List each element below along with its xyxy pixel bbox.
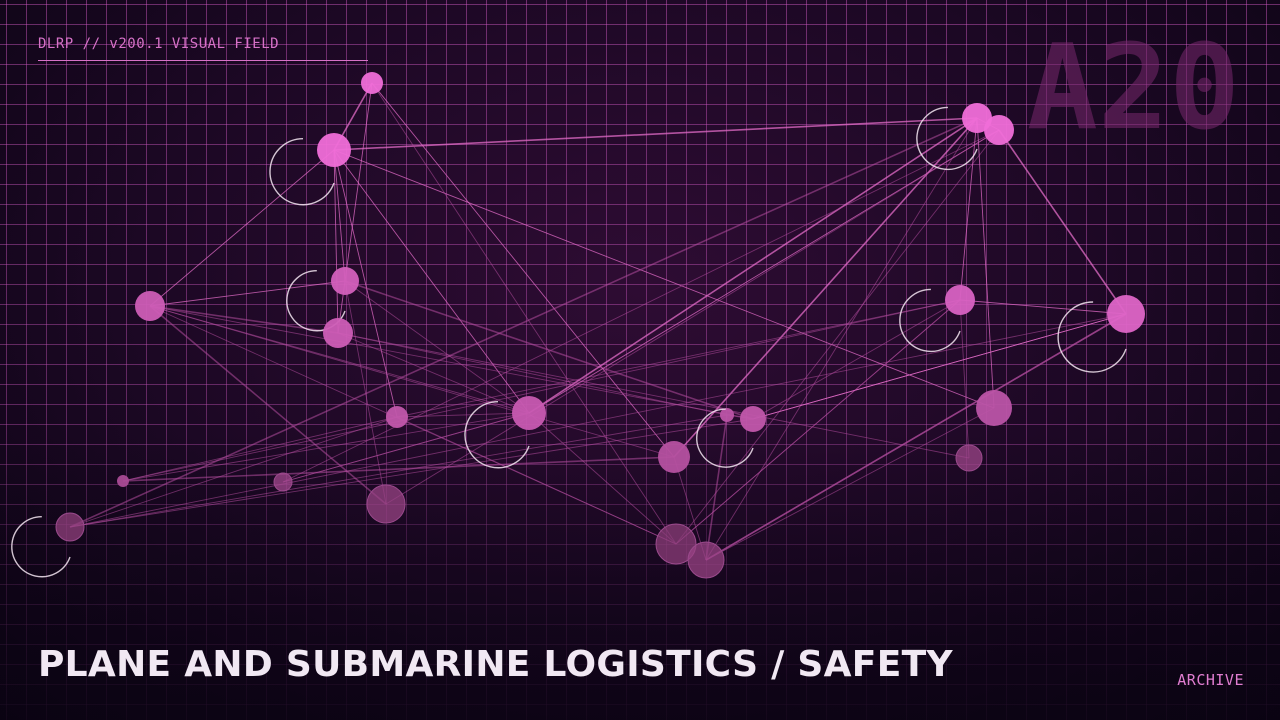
connection-line — [122, 412, 530, 482]
network-node — [962, 103, 992, 133]
connection-line — [282, 412, 530, 483]
connection-line — [122, 299, 961, 482]
connection-line — [333, 149, 339, 334]
connection-line — [396, 416, 677, 545]
node-ring — [464, 401, 530, 469]
network-node — [361, 72, 383, 94]
connection-line — [959, 299, 970, 459]
connection-line — [344, 280, 754, 420]
network-node — [512, 396, 546, 430]
connection-line — [705, 313, 1127, 561]
connection-line — [976, 117, 995, 409]
watermark-code: A20 — [1026, 18, 1240, 156]
network-node — [386, 406, 408, 428]
network-node — [331, 267, 359, 295]
network-node — [366, 484, 406, 524]
network-node — [976, 390, 1012, 426]
connection-line — [959, 117, 978, 301]
connection-line — [149, 305, 675, 458]
connection-line — [752, 313, 1127, 420]
connection-line — [344, 280, 530, 414]
network-node — [55, 512, 85, 542]
connection-line — [149, 149, 335, 307]
connection-line — [385, 129, 1000, 505]
connection-line — [396, 299, 961, 418]
node-ring — [696, 408, 754, 468]
connection-line — [333, 149, 530, 414]
connection-line — [122, 416, 398, 482]
connection-line — [282, 129, 1000, 483]
connection-line — [337, 332, 530, 414]
connection-line — [528, 129, 1000, 414]
network-node — [117, 475, 129, 487]
connection-line — [371, 82, 677, 545]
connection-line — [122, 456, 675, 482]
connection-line — [705, 117, 978, 561]
connection-line — [396, 412, 530, 418]
network-node — [273, 472, 293, 492]
connection-line — [333, 149, 346, 282]
network-node — [655, 523, 697, 565]
connection-line — [752, 299, 961, 420]
connection-line — [344, 82, 373, 282]
connection-line — [705, 414, 728, 561]
network-node — [1107, 295, 1145, 333]
header-label: DLRP // v200.1 VISUAL FIELD — [38, 36, 280, 52]
network-node — [740, 406, 766, 432]
connection-line — [69, 418, 754, 528]
connection-line — [959, 299, 1127, 315]
connection-line — [675, 299, 961, 545]
network-node — [658, 441, 690, 473]
connection-line — [337, 332, 728, 416]
connection-line — [528, 117, 978, 414]
network-node — [323, 318, 353, 348]
connection-line — [675, 129, 1000, 545]
network-node — [135, 291, 165, 321]
connection-lines — [69, 82, 1127, 561]
connection-line — [705, 407, 995, 561]
network-node — [945, 285, 975, 315]
connection-line — [333, 117, 978, 151]
connection-line — [69, 313, 1127, 528]
connection-line — [528, 412, 677, 545]
connection-line — [69, 416, 398, 528]
connection-line — [998, 129, 1127, 315]
network-node — [317, 133, 351, 167]
connection-line — [149, 305, 754, 420]
header-rule — [38, 60, 368, 61]
connection-line — [333, 149, 995, 409]
page-title: PLANE AND SUBMARINE LOGISTICS / SAFETY — [38, 644, 953, 685]
node-ring — [11, 516, 71, 578]
node-ring — [899, 288, 961, 353]
node-ring — [269, 138, 335, 206]
connection-line — [149, 280, 346, 307]
network-node — [687, 541, 725, 579]
node-ring — [916, 106, 978, 171]
network-node — [720, 408, 734, 422]
connection-line — [337, 332, 970, 459]
connection-line — [69, 117, 978, 528]
archive-tag: ARCHIVE — [1177, 671, 1244, 689]
network-node — [984, 115, 1014, 145]
nodes — [11, 72, 1145, 579]
connection-line — [344, 280, 387, 505]
network-node — [955, 444, 983, 472]
connection-line — [69, 414, 728, 528]
node-ring — [1057, 301, 1127, 373]
